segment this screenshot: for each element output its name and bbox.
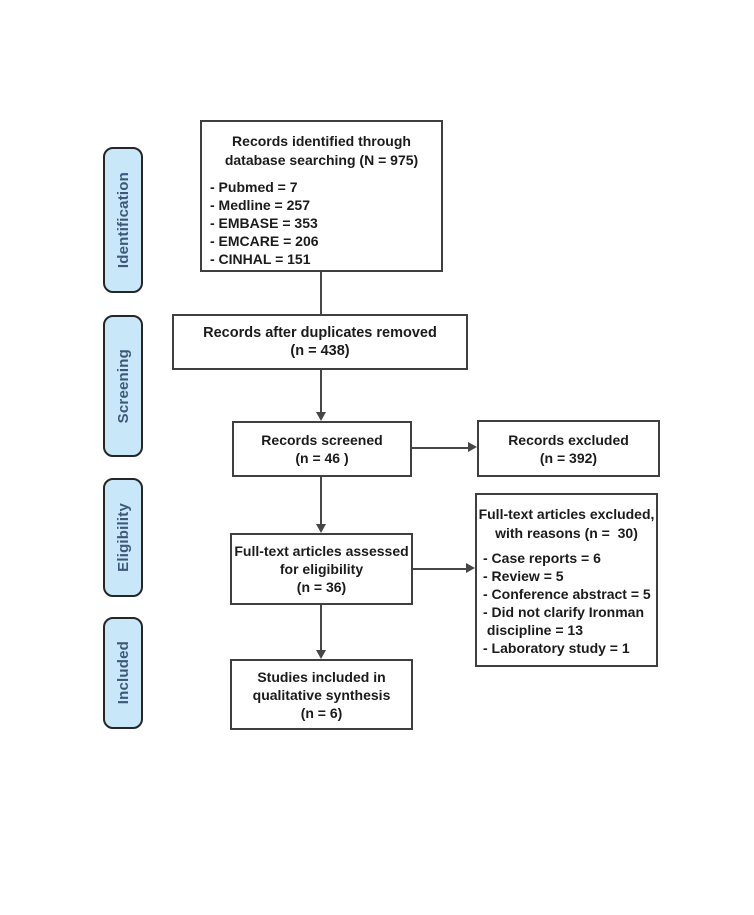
box-fulltext-excluded: Full-text articles excluded, with reason… <box>475 493 658 667</box>
list-item-continuation: discipline = 13 <box>483 622 583 638</box>
box-duplicates-removed: Records after duplicates removed (n = 43… <box>172 314 468 370</box>
title-line: database searching (N = 975) <box>224 152 419 168</box>
box-fulltext-assessed: Full-text articles assessed for eligibil… <box>230 533 413 605</box>
box-line: Records screened <box>261 432 383 448</box>
box-line: Studies included in <box>257 668 386 685</box>
box-line: qualitative synthesis <box>252 686 391 703</box>
box-line: (n = 438) <box>290 343 350 359</box>
list-item: - EMCARE = 206 <box>210 233 319 249</box>
list-item: - Medline = 257 <box>210 197 310 213</box>
title-line: Full-text articles excluded, <box>478 506 655 522</box>
list-item: - Pubmed = 7 <box>210 179 298 195</box>
box-line: (n = 392) <box>539 449 598 466</box>
connector-fulltext-to-reasons <box>413 568 466 570</box>
list-item: - Did not clarify Ironman <box>483 604 645 620</box>
list-item: - EMBASE = 353 <box>210 215 318 231</box>
stage-eligibility-label: Eligibility <box>114 503 132 572</box>
box-line: Records excluded <box>508 431 629 448</box>
arrow-right-icon <box>466 563 475 573</box>
box-line: Records after duplicates removed <box>203 325 437 341</box>
stage-identification: Identification <box>103 147 143 293</box>
stage-included: Included <box>103 617 143 729</box>
connector-identified-to-duplicates <box>320 272 322 314</box>
connector-screened-to-fulltext <box>320 477 322 524</box>
arrow-down-icon <box>316 650 326 659</box>
list-item: - Review = 5 <box>483 568 564 584</box>
stage-screening-label: Screening <box>114 348 132 424</box>
title-line: with reasons (n = 30) <box>495 525 638 541</box>
box-records-identified-title: Records identified through database sear… <box>202 122 441 170</box>
connector-screened-to-excluded <box>412 447 468 449</box>
database-count-list: - Pubmed = 7 - Medline = 257 - EMBASE = … <box>202 170 441 268</box>
box-line: (n = 46 ) <box>295 450 349 466</box>
list-item: - Laboratory study = 1 <box>483 640 630 656</box>
box-line: (n = 6) <box>300 704 343 721</box>
list-item: - CINHAL = 151 <box>210 251 311 267</box>
box-line: (n = 36) <box>296 579 347 595</box>
connector-duplicates-to-screened <box>320 370 322 412</box>
box-records-screened: Records screened (n = 46 ) <box>232 421 412 477</box>
title-line: Records identified through <box>232 133 411 149</box>
arrow-down-icon <box>316 524 326 533</box>
box-line: Full-text articles assessed <box>234 543 409 559</box>
connector-fulltext-to-included <box>320 605 322 650</box>
stage-identification-label: Identification <box>114 171 132 269</box>
box-records-excluded: Records excluded (n = 392) <box>477 420 660 477</box>
stage-included-label: Included <box>114 641 132 705</box>
stage-eligibility: Eligibility <box>103 478 143 597</box>
box-line: for eligibility <box>279 561 364 577</box>
box-records-identified: Records identified through database sear… <box>200 120 443 272</box>
list-item: - Case reports = 6 <box>483 550 601 566</box>
stage-screening: Screening <box>103 315 143 457</box>
list-item: - Conference abstract = 5 <box>483 586 651 602</box>
box-fulltext-excluded-title: Full-text articles excluded, with reason… <box>477 495 656 543</box>
arrow-down-icon <box>316 412 326 421</box>
exclusion-reason-list: - Case reports = 6 - Review = 5 - Confer… <box>477 543 656 657</box>
box-studies-included: Studies included in qualitative synthesi… <box>230 659 413 730</box>
arrow-right-icon <box>468 442 477 452</box>
